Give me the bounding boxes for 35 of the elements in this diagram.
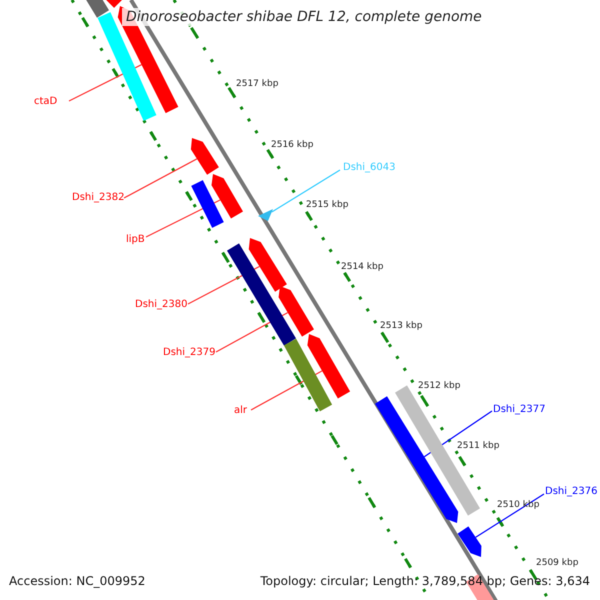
gene-label: alr <box>234 404 248 417</box>
gene-label: Dshi_6043 <box>343 161 396 174</box>
footer-note: Accession: NC_009952 <box>9 574 146 589</box>
scale-label: 2517 kbp <box>236 79 278 90</box>
leader-line <box>124 158 198 199</box>
gene-feature <box>278 286 314 337</box>
scale-label: 2513 kbp <box>380 321 422 332</box>
scale-label: 2512 kbp <box>418 381 460 392</box>
footer-note: Topology: circular; Length: 3,789,584 bp; Genes: 3,634 <box>260 574 590 589</box>
gene-label: Dshi_2376 <box>545 485 598 498</box>
scale-label: 2511 kbp <box>457 441 500 452</box>
gene-marker <box>258 209 273 221</box>
gene-label: ctaD <box>34 95 58 108</box>
scale-label: 2516 kbp <box>271 140 314 151</box>
gene-label: Dshi_2377 <box>493 403 546 416</box>
gene-label: Dshi_2380 <box>135 298 188 311</box>
gene-feature <box>190 138 219 175</box>
gene-feature <box>212 174 243 218</box>
gene-feature <box>375 396 458 523</box>
leader-line <box>475 494 544 538</box>
gene-feature <box>248 238 287 292</box>
gene-feature <box>307 334 350 398</box>
gene-feature <box>191 180 224 228</box>
leader-line <box>271 169 340 213</box>
gene-feature <box>227 243 296 346</box>
gene-label: Dshi_2379 <box>163 346 216 359</box>
scale-label: 2509 kbp <box>536 558 578 569</box>
scale-label: 2514 kbp <box>341 262 384 273</box>
gene-feature <box>105 0 124 8</box>
scale-label: 2515 kbp <box>306 200 348 211</box>
gene-label: lipB <box>126 233 145 246</box>
gene-feature <box>284 338 332 412</box>
gene-label: Dshi_2382 <box>72 191 124 204</box>
gene-feature <box>458 526 482 557</box>
gene-feature <box>86 0 109 18</box>
